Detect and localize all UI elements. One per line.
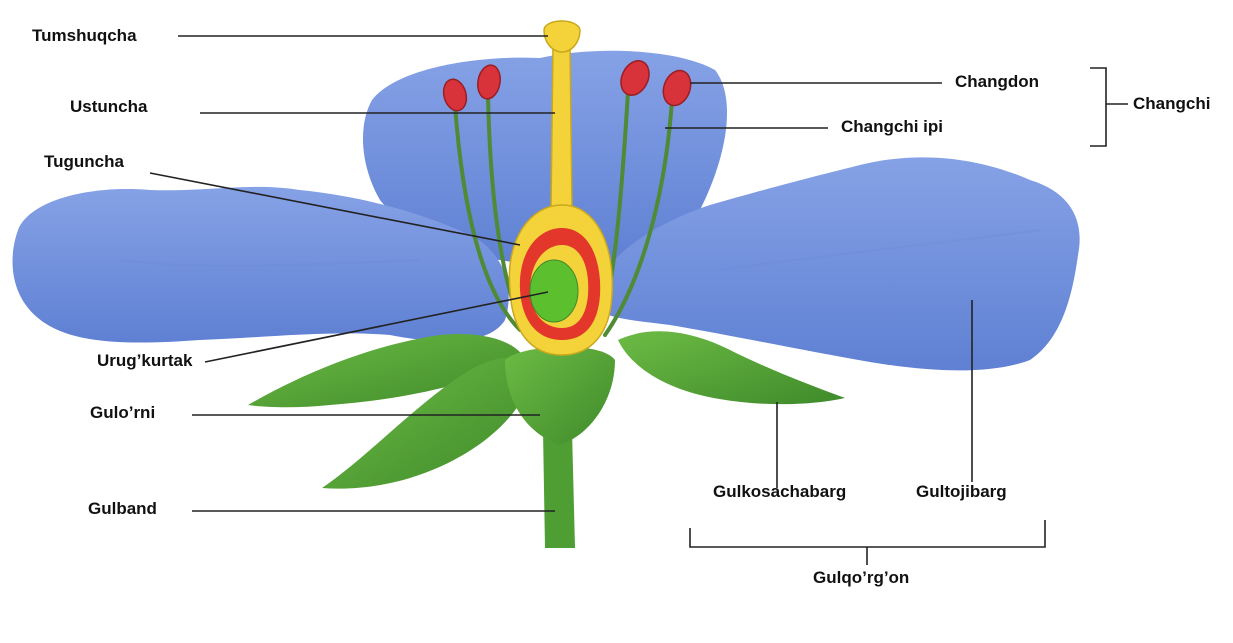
label-urugkurtak: Urug’kurtak [97,351,192,371]
label-changchi: Changchi [1133,94,1210,114]
stigma [544,21,580,52]
ovule [530,260,578,322]
label-gulkosachabarg: Gulkosachabarg [713,482,846,502]
bracket-gulqorgon [690,520,1045,547]
receptacle [505,347,615,445]
label-gulband: Gulband [88,499,157,519]
label-changdon: Changdon [955,72,1039,92]
label-tuguncha: Tuguncha [44,152,124,172]
label-gulqorgon: Gulqo’rg’on [813,568,909,588]
label-gultojibarg: Gultojibarg [916,482,1007,502]
label-ustuncha: Ustuncha [70,97,147,117]
label-changchi-ipi: Changchi ipi [841,117,943,137]
bracket-changchi [1090,68,1106,146]
label-gulorni: Gulo’rni [90,403,155,423]
style [551,45,572,210]
stem [543,430,575,548]
label-tumshuqcha: Tumshuqcha [32,26,137,46]
